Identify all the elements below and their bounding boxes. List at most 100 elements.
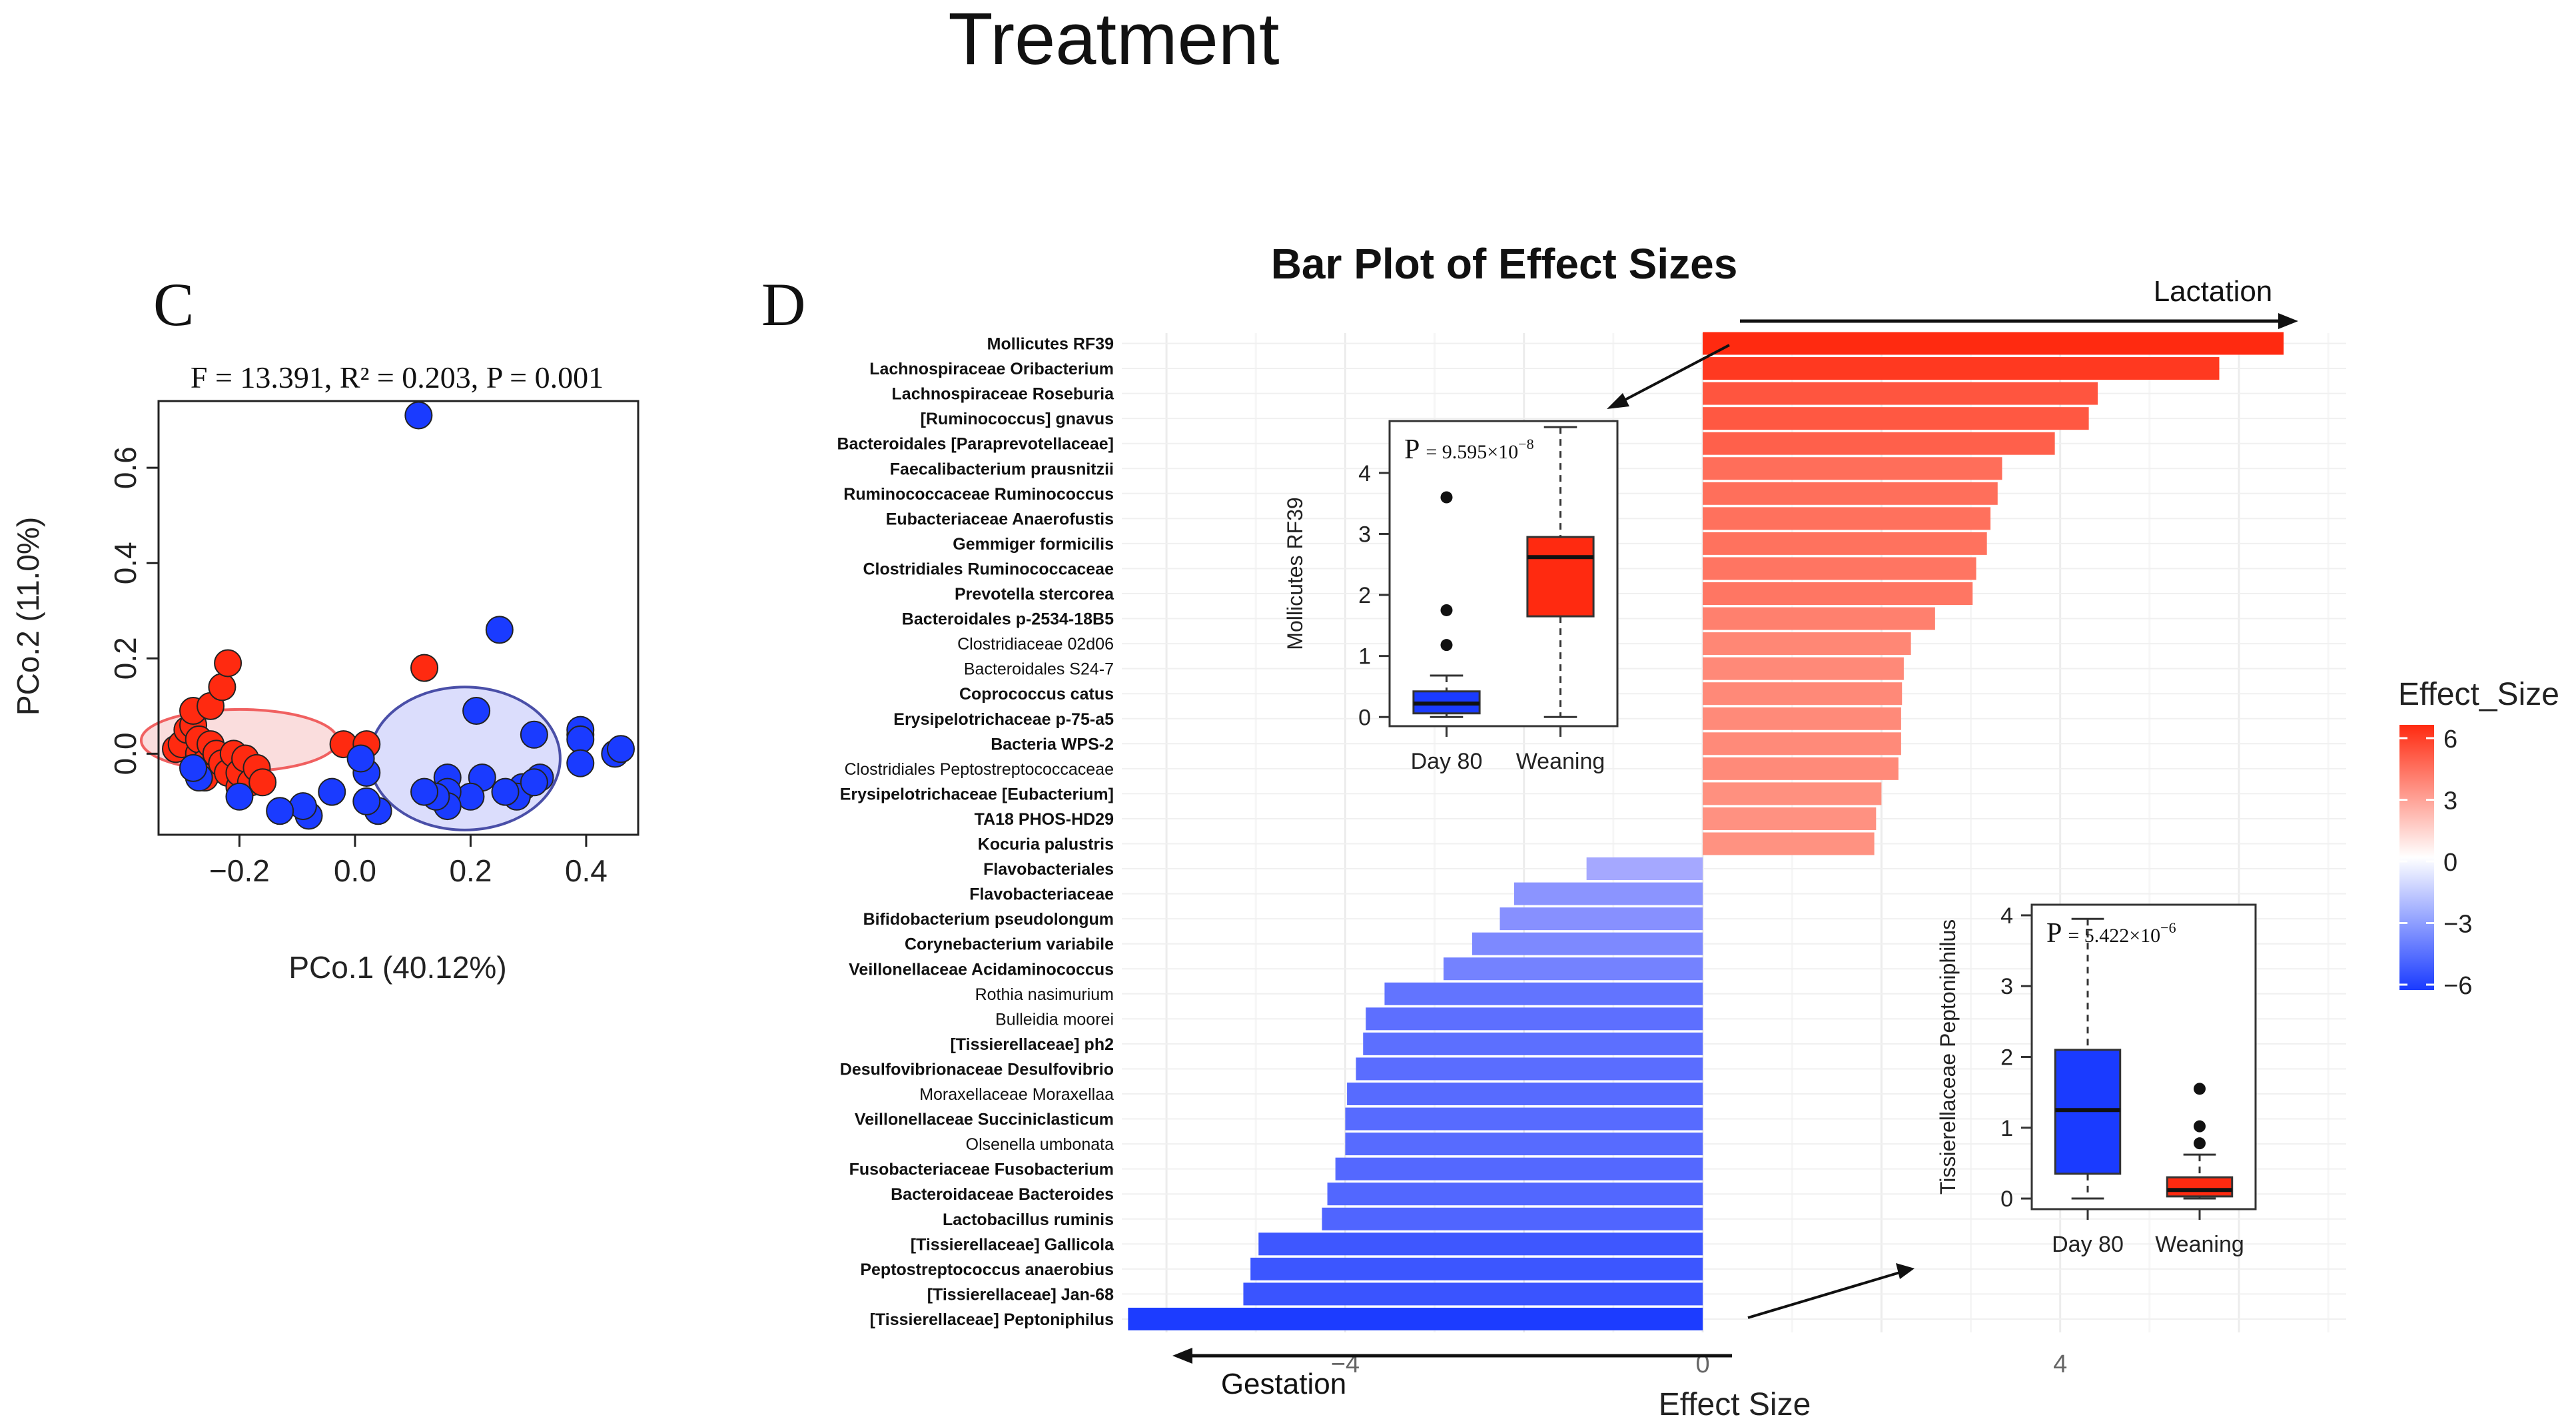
scatter-point — [606, 735, 635, 763]
bar-category-label: [Tissierellaceae] Jan-68 — [927, 1285, 1114, 1304]
bar-category-label: Olsenella umbonata — [966, 1135, 1114, 1154]
y-tick-label: 0.4 — [108, 542, 143, 584]
effect-bar — [1322, 1207, 1703, 1230]
box-y-tick-label: 1 — [2000, 1116, 2013, 1141]
effect-bar — [1366, 1007, 1703, 1031]
effect-bar — [1703, 532, 1987, 555]
effect-bar — [1347, 1083, 1703, 1105]
bar-category-label: Lachnospiraceae Oribacterium — [869, 360, 1114, 378]
bar-category-label: [Tissierellaceae] Gallicola — [911, 1235, 1114, 1254]
box-y-tick-label: 4 — [2000, 903, 2013, 929]
effect-bar — [1327, 1183, 1703, 1206]
scatter-point — [491, 777, 520, 806]
bar-category-label: Fusobacteriaceae Fusobacterium — [849, 1161, 1114, 1179]
effect-bar — [1345, 1107, 1703, 1131]
box-y-tick-label: 2 — [2000, 1045, 2013, 1071]
lactation-label: Lactation — [2154, 275, 2273, 308]
gestation-arrow — [1172, 1348, 1732, 1364]
effect-bar — [1703, 407, 2089, 430]
pcoa-frame — [157, 400, 640, 836]
bar-category-label: [Tissierellaceae] ph2 — [950, 1035, 1114, 1054]
effect-bar — [1243, 1282, 1703, 1306]
box-y-label: Tissierellaceae Peptoniphilus — [1936, 919, 1960, 1194]
box-category-label: Weaning — [1516, 749, 1605, 774]
y-tick-label: 0.6 — [108, 446, 143, 489]
legend-colorbar — [2399, 725, 2434, 990]
scatter-point — [346, 744, 375, 773]
effect-bar — [1703, 357, 2220, 380]
bar-category-label: Peptostreptococcus anaerobius — [860, 1260, 1114, 1279]
effect-bar — [1258, 1232, 1703, 1256]
scatter-point — [288, 792, 317, 821]
scatter-point — [462, 697, 491, 725]
effect-bar — [1384, 982, 1703, 1005]
pcoa-panel: C F = 13.391, R² = 0.203, P = 0.001 −0.2… — [11, 270, 640, 985]
scatter-point — [520, 720, 548, 749]
scatter-point — [566, 725, 595, 753]
bar-category-label: Coprococcus catus — [959, 685, 1114, 704]
y-tick-label: 0.2 — [108, 637, 143, 680]
y-tick-label: 0.0 — [108, 732, 143, 775]
bar-category-label: Veillonellaceae Acidaminococcus — [849, 960, 1114, 979]
bar-category-label: Clostridiales Ruminococcaceae — [863, 560, 1114, 578]
effect-bar — [1356, 1057, 1703, 1081]
callout-arrow-peptoniphilus — [1747, 1263, 1915, 1319]
effect-size-legend: Effect_Size 630−3−6 — [2398, 677, 2559, 1000]
scatter-point — [214, 649, 242, 678]
effect-bar — [1703, 607, 1935, 630]
bar-category-label: Erysipelotrichaceae p-75-a5 — [893, 710, 1114, 729]
effect-bar — [1703, 832, 1875, 855]
bar-category-label: Bacteroidales p-2534-18B5 — [902, 610, 1114, 629]
outlier-point — [1440, 604, 1453, 616]
gestation-label: Gestation — [1221, 1368, 1346, 1400]
bar-category-label: Faecalibacterium prausnitzii — [890, 460, 1114, 478]
effect-bar — [1703, 557, 1976, 580]
legend-tick-label: −6 — [2443, 972, 2472, 1000]
outlier-point — [1440, 639, 1453, 652]
x-tick-label: 0.0 — [334, 853, 376, 888]
legend-tick-label: 3 — [2443, 787, 2457, 815]
scatter-point — [208, 673, 236, 702]
bar-category-label: Kocuria palustris — [978, 835, 1114, 854]
scatter-point — [485, 616, 514, 644]
x-tick-label: 0.2 — [449, 853, 492, 888]
box-y-tick-label: 0 — [1358, 705, 1371, 730]
box-iqr — [2166, 1176, 2234, 1198]
legend-tick-label: 6 — [2443, 725, 2457, 753]
effect-bar — [1250, 1257, 1703, 1280]
effect-bar — [1128, 1307, 1703, 1330]
box-y-tick-label: 4 — [1358, 461, 1371, 486]
effect-bar — [1513, 882, 1703, 905]
effect-bar — [1703, 482, 1998, 505]
bar-x-label: Effect Size — [1659, 1387, 1811, 1422]
effect-bar — [1703, 432, 2055, 455]
bar-category-label: Bacteroidaceae Bacteroides — [891, 1185, 1114, 1204]
bar-category-label: Mollicutes RF39 — [987, 335, 1114, 354]
legend-tick-label: 0 — [2443, 849, 2457, 877]
scatter-point — [225, 782, 254, 811]
bar-category-label: [Tissierellaceae] Peptoniphilus — [870, 1310, 1114, 1329]
scatter-point — [566, 749, 595, 777]
effect-bar — [1472, 932, 1703, 955]
effect-size-panel: D Bar Plot of Effect Sizes Mollicutes RF… — [761, 240, 2346, 1422]
x-tick-label: −0.2 — [209, 853, 270, 888]
scatter-point — [318, 777, 346, 806]
bar-category-label: Lachnospiraceae Roseburia — [892, 385, 1115, 404]
effect-bar — [1443, 957, 1703, 981]
p-value-label: P = 5.422×10−6 — [2046, 918, 2176, 949]
bar-category-label: Corynebacterium variabile — [905, 935, 1114, 954]
callout-arrow-mollicutes — [1607, 344, 1730, 409]
box-y-tick-label: 3 — [1358, 522, 1371, 547]
box-y-label: Mollicutes RF39 — [1283, 497, 1307, 650]
bar-category-label: Bacteria WPS-2 — [991, 735, 1114, 753]
bar-category-label: Erysipelotrichaceae [Eubacterium] — [840, 785, 1114, 803]
effect-bar — [1703, 782, 1882, 805]
outlier-point — [1440, 491, 1453, 504]
bar-category-label: Prevotella stercorea — [955, 585, 1114, 604]
effect-bar — [1703, 632, 1911, 656]
pcoa-y-label: PCo.2 (11.0%) — [11, 517, 45, 715]
effect-bar — [1703, 757, 1899, 780]
